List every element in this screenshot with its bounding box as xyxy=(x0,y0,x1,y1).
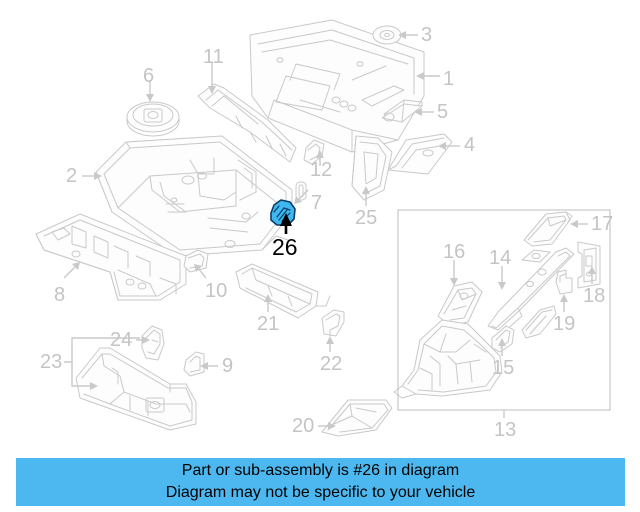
callout-18: 18 xyxy=(583,285,606,307)
part-15-gusset xyxy=(491,325,515,353)
callout-22: 22 xyxy=(320,353,343,375)
callout-23: 23 xyxy=(40,351,63,373)
callout-12: 12 xyxy=(310,159,333,181)
callout-4: 4 xyxy=(464,134,476,156)
part-19-clip xyxy=(555,269,573,295)
callout-21: 21 xyxy=(257,313,280,335)
part-3-drain-plug xyxy=(372,25,402,45)
leader-lines xyxy=(63,31,596,430)
callout-19: 19 xyxy=(553,313,576,335)
callout-11: 11 xyxy=(203,46,224,68)
callout-6: 6 xyxy=(143,65,155,87)
callout-25: 25 xyxy=(355,207,378,229)
part-19-ribbed-bracket xyxy=(521,305,557,339)
callout-8: 8 xyxy=(54,284,66,306)
part-6-spare-tire-cover xyxy=(126,101,180,137)
callout-13: 13 xyxy=(494,419,517,441)
callout-20: 20 xyxy=(292,415,315,437)
part-22-bracket xyxy=(321,309,345,337)
parts-line-art xyxy=(35,19,611,437)
callout-15: 15 xyxy=(492,357,515,379)
callout-3: 3 xyxy=(421,24,433,46)
part-16-side-member xyxy=(437,281,483,327)
part-26-highlighted-bracket[interactable] xyxy=(270,199,296,226)
part-20-rocker-sill xyxy=(321,399,393,437)
part-14-side-rail xyxy=(487,247,575,335)
callout-10: 10 xyxy=(205,280,228,302)
part-5-brace xyxy=(381,99,423,123)
callout-14: 14 xyxy=(489,247,512,269)
footer-line-1: Part or sub-assembly is #26 in diagram xyxy=(181,462,460,480)
part-17-oval-plate xyxy=(521,249,551,263)
part-21-rear-cross-member xyxy=(235,263,331,319)
callout-2: 2 xyxy=(66,165,78,187)
callout-26: 26 xyxy=(272,234,298,260)
part-1-rear-floor-panel xyxy=(249,19,425,153)
footer-line-2: Diagram may not be specific to your vehi… xyxy=(165,484,476,501)
part-23-dash-panel xyxy=(75,347,197,431)
part-26-leader xyxy=(280,213,292,234)
callout-9: 9 xyxy=(222,355,234,377)
callout-24: 24 xyxy=(110,329,133,351)
part-8-dash-lower-panel xyxy=(35,213,187,301)
part-9-clip xyxy=(183,351,205,377)
part-11-cross-member xyxy=(197,83,297,163)
part-13-rear-wheel-house xyxy=(393,319,503,399)
footer-banner: Part or sub-assembly is #26 in diagram D… xyxy=(16,458,625,506)
callout-5: 5 xyxy=(437,101,449,123)
part-4-reinforcement xyxy=(387,133,453,175)
part-24-bracket xyxy=(141,325,165,361)
callout-17: 17 xyxy=(591,213,614,235)
callout-1: 1 xyxy=(443,68,455,90)
callout-7: 7 xyxy=(311,192,323,214)
part-17-trim-panel xyxy=(523,211,573,247)
part-18-striker-plate xyxy=(577,241,601,289)
part-7-clip xyxy=(295,181,307,201)
part-25-pillar-brace xyxy=(351,135,393,201)
callout-16: 16 xyxy=(443,241,466,263)
